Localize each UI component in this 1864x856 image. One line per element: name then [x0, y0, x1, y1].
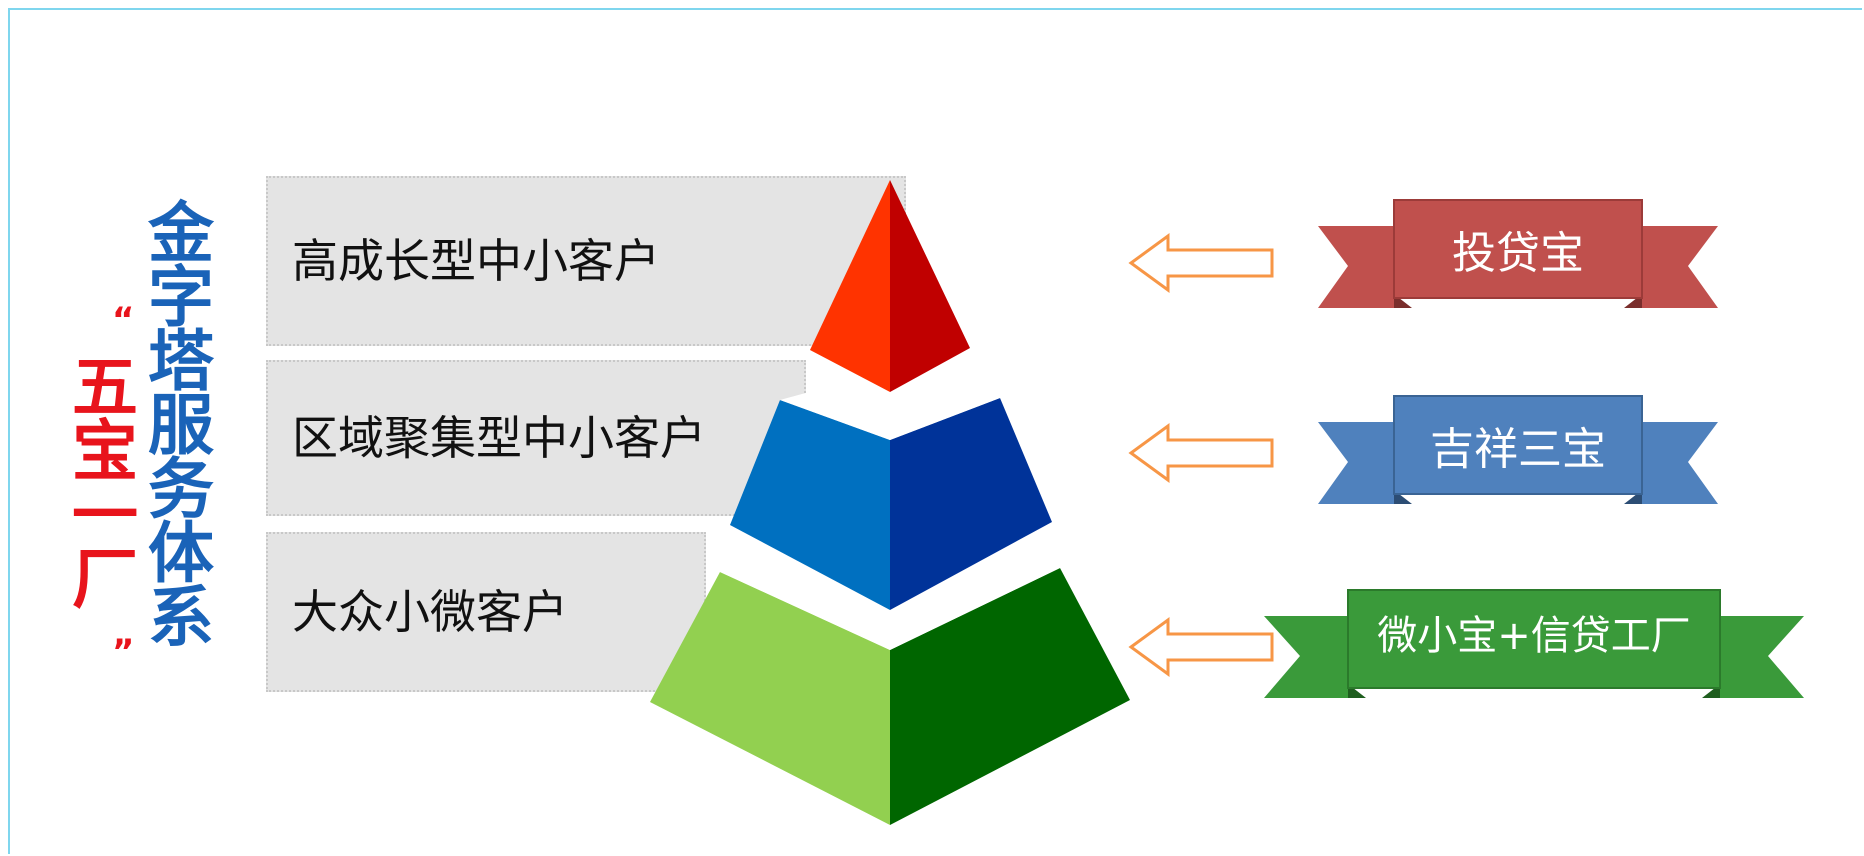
pyramid-bottom-left-face: [650, 572, 890, 825]
page-frame: [8, 8, 1862, 854]
tier-row-mass-micro: 大众小微客户: [266, 532, 706, 692]
product-badge-weixiaobao: 微小宝+信贷工厂: [1377, 613, 1691, 659]
tier-label: 高成长型中小客户: [292, 234, 660, 288]
pyramid-middle-left-face: [730, 400, 890, 610]
product-badge-touduibao: 投贷宝: [1452, 228, 1584, 279]
tier-row-regional: 区域聚集型中小客户: [266, 360, 806, 516]
arrow-left-icon: [1128, 617, 1274, 677]
arrow-left-icon: [1128, 233, 1274, 293]
arrow-left-icon: [1128, 423, 1274, 483]
pyramid-middle-right-face: [890, 398, 1052, 610]
close-quote: ”: [112, 632, 135, 672]
pyramid-top-right-face: [890, 180, 970, 392]
service-system-title: 金字塔服务体系: [137, 198, 214, 646]
ribbon-banner-icon: [1318, 199, 1718, 308]
product-badge-jixiangsanbao: 吉祥三宝: [1430, 424, 1606, 475]
ribbon-banner-icon: [1318, 395, 1718, 504]
ribbon-banner-icon: [1264, 589, 1804, 698]
open-quote: “: [112, 300, 135, 340]
tier-row-high-growth: 高成长型中小客户: [266, 176, 906, 346]
pyramid-middle-top-face: [780, 370, 1000, 440]
five-treasures-title: 五宝一厂: [61, 352, 138, 608]
pyramid-bottom-right-face: [890, 568, 1130, 825]
pyramid-top-left-face: [810, 180, 890, 392]
tier-label: 区域聚集型中小客户: [292, 411, 706, 465]
tier-label: 大众小微客户: [292, 585, 568, 639]
